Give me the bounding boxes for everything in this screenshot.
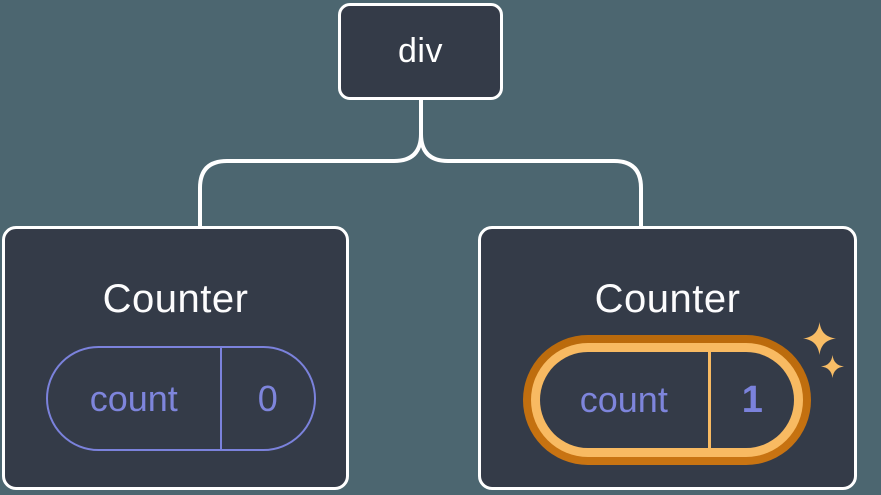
root-node-div: div <box>338 3 503 100</box>
state-value: 0 <box>257 377 278 419</box>
state-value-cell: 1 <box>711 352 794 448</box>
state-pill-highlighted: count 1 <box>540 352 794 448</box>
highlight-ring-inner: count 1 <box>531 343 803 457</box>
connector-right-branch <box>419 99 643 227</box>
counter-node-right: Counter count 1 <box>478 226 857 490</box>
counter-node-left: Counter count 0 <box>2 226 349 490</box>
connector-left-branch <box>198 99 423 227</box>
root-node-label: div <box>398 32 443 70</box>
state-key-cell: count <box>48 348 222 449</box>
state-key-label: count <box>579 379 668 420</box>
counter-title: Counter <box>594 277 741 321</box>
state-value: 1 <box>741 378 763 421</box>
counter-title: Counter <box>102 277 249 321</box>
state-value-cell: 0 <box>222 348 314 449</box>
highlight-ring-outer: count 1 <box>523 335 811 465</box>
state-pill: count 0 <box>46 346 316 451</box>
state-key-label: count <box>89 377 178 419</box>
state-key-cell: count <box>540 352 711 448</box>
